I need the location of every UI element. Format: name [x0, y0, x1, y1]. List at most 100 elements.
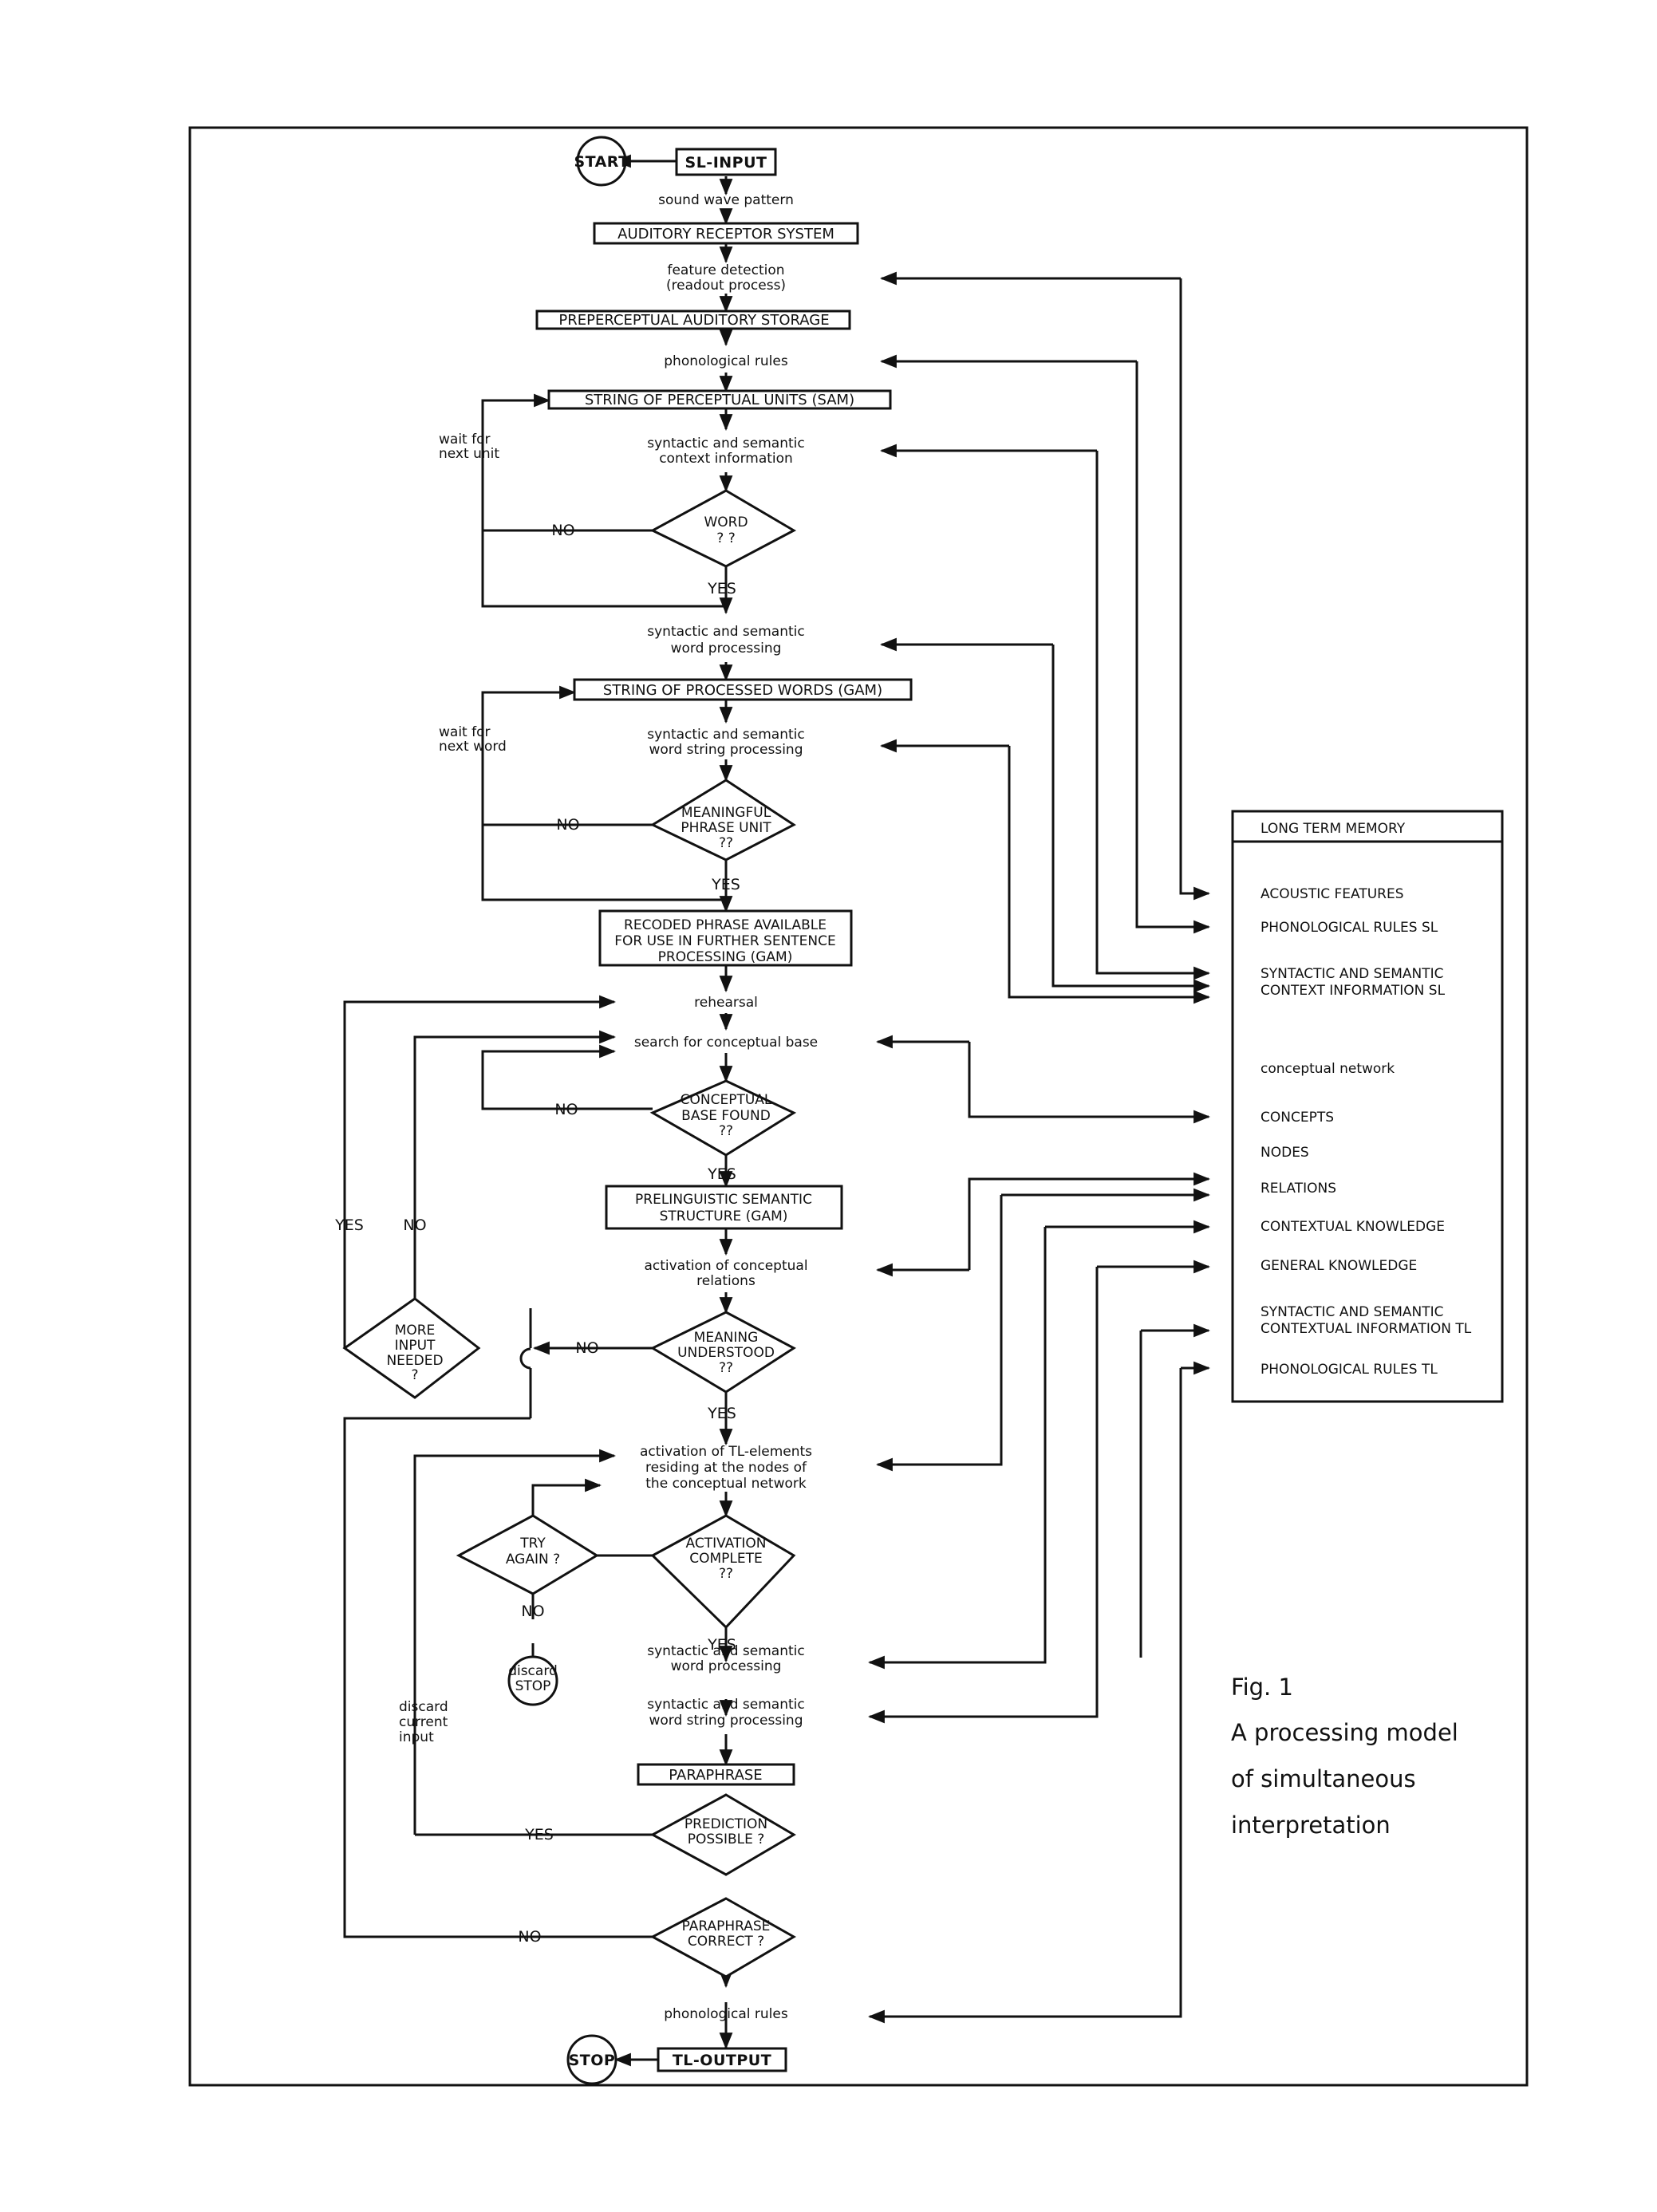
word-processing-label-1: syntactic and semantic: [647, 624, 804, 640]
ltm-concepts: CONCEPTS: [1261, 1110, 1334, 1126]
ltm-phonological-rules-tl: PHONOLOGICAL RULES TL: [1261, 1362, 1438, 1378]
try-again-no-label: NO: [521, 1603, 544, 1620]
pcorrect-label-1: PARAPHRASE: [682, 1918, 771, 1934]
act-complete-label-1: ACTIVATION: [686, 1536, 767, 1552]
sl-input-box: SL-INPUT: [675, 148, 777, 176]
ltm-phonological-rules-sl: PHONOLOGICAL RULES SL: [1261, 920, 1438, 936]
wait-word-label-2: next word: [439, 739, 507, 755]
stop-label: STOP: [569, 2052, 616, 2069]
ltm-syntactic-semantic-tl-2: CONTEXTUAL INFORMATION TL: [1261, 1321, 1472, 1337]
meaning-yes-label: YES: [707, 1405, 736, 1422]
cbf-label-3: ??: [719, 1123, 733, 1139]
start-label: START: [574, 153, 629, 171]
figure-caption: Fig. 1 A processing model of simultaneou…: [1231, 1674, 1458, 1839]
tl-word-processing-label-1: syntactic and semantic: [647, 1643, 804, 1659]
ltm-general-knowledge: GENERAL KNOWLEDGE: [1261, 1258, 1417, 1274]
mpu-yes-label: YES: [711, 876, 740, 893]
wait-unit-label-2: next unit: [439, 446, 499, 462]
ltm-syntactic-semantic-tl-1: SYNTACTIC AND SEMANTIC: [1261, 1304, 1443, 1320]
ltm-syntactic-semantic-sl-1: SYNTACTIC AND SEMANTIC: [1261, 966, 1443, 982]
more-input-label-1: MORE: [395, 1323, 436, 1339]
word-string-label-1: syntactic and semantic: [647, 727, 804, 743]
word-processing-label-2: word processing: [671, 641, 782, 657]
word-decision: WORD ? ?: [649, 489, 797, 568]
tl-activation-label-2: residing at the nodes of: [645, 1460, 807, 1476]
ltm-relations: RELATIONS: [1261, 1181, 1336, 1197]
ltm-nodes: NODES: [1261, 1145, 1309, 1161]
discard-input-label-2: current: [399, 1714, 448, 1730]
more-input-no-label: NO: [403, 1216, 426, 1234]
tl-activation-label-1: activation of TL-elements: [640, 1444, 812, 1460]
long-term-memory-box: LONG TERM MEMORY ACOUSTIC FEATURES PHONO…: [1231, 810, 1504, 1403]
mpu-label-1: MEANINGFUL: [681, 805, 771, 821]
recoded-label-1: RECODED PHRASE AVAILABLE: [624, 917, 827, 933]
prelinguistic-label-2: STRUCTURE (GAM): [660, 1209, 788, 1224]
try-again-label-2: AGAIN ?: [506, 1552, 560, 1567]
act-complete-label-3: ??: [719, 1566, 733, 1582]
prediction-label-2: POSSIBLE ?: [688, 1832, 765, 1847]
ltm-title: LONG TERM MEMORY: [1261, 821, 1406, 837]
try-again-decision: TRY AGAIN ?: [456, 1514, 599, 1595]
discard-input-label-3: input: [399, 1729, 434, 1745]
caption-line-1: A processing model: [1231, 1719, 1458, 1746]
word-string-label-2: word string processing: [649, 742, 803, 758]
prelinguistic-box: PRELINGUISTIC SEMANTIC STRUCTURE (GAM): [605, 1185, 843, 1230]
word-no-label: NO: [551, 522, 574, 539]
sound-wave-label: sound wave pattern: [658, 192, 794, 208]
outer-frame: [188, 126, 1529, 2087]
paraphrase-label: PARAPHRASE: [669, 1767, 762, 1784]
prediction-decision: PREDICTION POSSIBLE ?: [649, 1793, 796, 1876]
tl-activation-label-3: the conceptual network: [645, 1476, 807, 1492]
recoded-label-3: PROCESSING (GAM): [658, 949, 793, 965]
tl-word-string-label-1: syntactic and semantic: [647, 1697, 804, 1713]
string-perceptual-label: STRING OF PERCEPTUAL UNITS (SAM): [585, 392, 854, 408]
caption-fig-number: Fig. 1: [1231, 1674, 1293, 1701]
activation-relations-label-2: relations: [696, 1273, 756, 1289]
discard-stop-node: discard STOP: [507, 1655, 558, 1706]
prediction-yes-label: YES: [524, 1826, 554, 1843]
context-info-label-1: syntactic and semantic: [647, 436, 804, 451]
ltm-conceptual-network: conceptual network: [1261, 1061, 1395, 1077]
feature-detection-label: feature detection: [667, 262, 784, 278]
meaning-label-1: MEANING: [694, 1330, 759, 1346]
ltm-acoustic-features: ACOUSTIC FEATURES: [1261, 886, 1404, 902]
more-input-yes-label: YES: [334, 1216, 364, 1234]
readout-process-label: (readout process): [666, 278, 786, 294]
rehearsal-label: rehearsal: [694, 995, 758, 1011]
connector-lines: [343, 154, 1211, 2067]
mpu-label-2: PHRASE UNIT: [681, 820, 771, 836]
meaningful-phrase-decision: MEANINGFUL PHRASE UNIT ??: [649, 779, 796, 862]
tl-output-box: TL-OUTPUT: [657, 2047, 787, 2072]
activation-complete-decision: ACTIVATION COMPLETE ??: [650, 1514, 796, 1630]
string-perceptual-box: STRING OF PERCEPTUAL UNITS (SAM): [547, 389, 892, 410]
ltm-contextual-knowledge: CONTEXTUAL KNOWLEDGE: [1261, 1219, 1445, 1235]
preperceptual-storage-box: PREPERCEPTUAL AUDITORY STORAGE: [535, 310, 851, 330]
more-input-decision: MORE INPUT NEEDED ?: [342, 1297, 481, 1399]
mpu-label-3: ??: [719, 835, 733, 851]
mpu-no-label: NO: [556, 816, 579, 834]
meaning-understood-decision: MEANING UNDERSTOOD ??: [649, 1311, 796, 1394]
cbf-no-label: NO: [554, 1101, 578, 1118]
cbf-label-1: CONCEPTUAL: [681, 1092, 772, 1108]
meaning-label-2: UNDERSTOOD: [677, 1345, 775, 1361]
ltm-syntactic-semantic-sl-2: CONTEXT INFORMATION SL: [1261, 983, 1446, 999]
phonological-rules-label: phonological rules: [664, 353, 788, 369]
prelinguistic-label-1: PRELINGUISTIC SEMANTIC: [635, 1192, 812, 1208]
conceptual-base-decision: CONCEPTUAL BASE FOUND ??: [649, 1079, 797, 1157]
auditory-receptor-box: AUDITORY RECEPTOR SYSTEM: [593, 222, 859, 245]
word-yes-label: YES: [707, 580, 736, 597]
word-decision-label: WORD: [704, 515, 748, 530]
pcorrect-no-label: NO: [518, 1928, 541, 1946]
meaning-no-label: NO: [575, 1339, 598, 1357]
tl-word-processing-label-2: word processing: [671, 1658, 782, 1674]
more-input-label-3: NEEDED: [386, 1353, 443, 1369]
paraphrase-box: PARAPHRASE: [637, 1763, 795, 1786]
context-info-label-2: context information: [659, 451, 793, 467]
paraphrase-correct-decision: PARAPHRASE CORRECT ?: [649, 1897, 797, 1978]
recoded-phrase-box: RECODED PHRASE AVAILABLE FOR USE IN FURT…: [598, 909, 853, 967]
more-input-label-4: ?: [411, 1367, 418, 1383]
tl-output-label: TL-OUTPUT: [673, 2052, 771, 2069]
preperceptual-label: PREPERCEPTUAL AUDITORY STORAGE: [558, 312, 829, 329]
